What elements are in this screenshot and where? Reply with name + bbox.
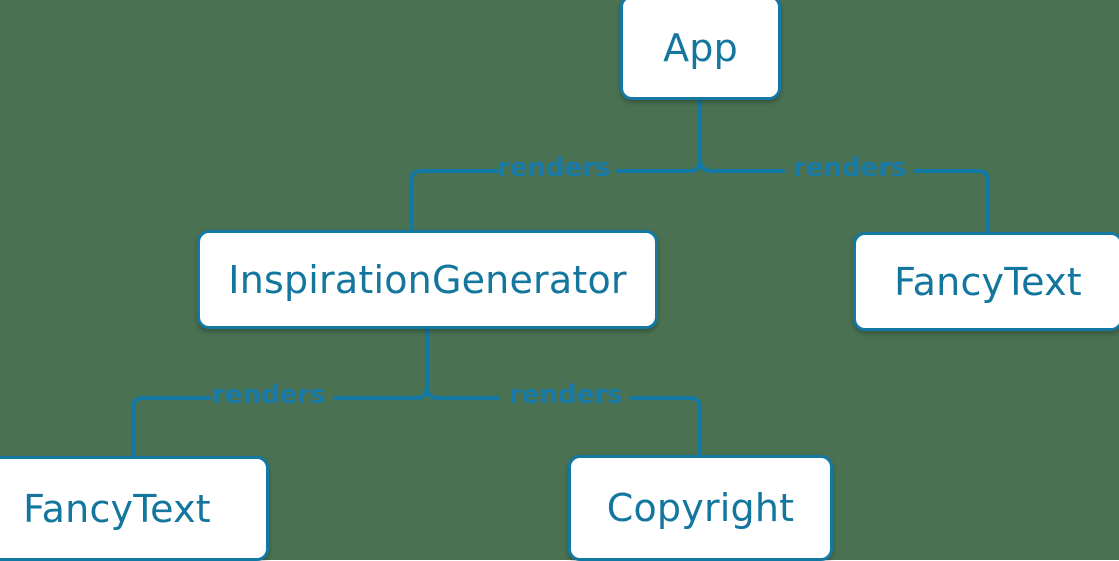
node-fancytext-left-label: FancyText [23, 486, 211, 531]
edge-label-inspirationgenerator-to-fancytext-left: renders [212, 380, 326, 410]
node-fancytext-left[interactable]: FancyText [0, 456, 269, 561]
node-app[interactable]: App [620, 0, 781, 100]
node-fancytext-right-label: FancyText [894, 259, 1082, 304]
node-inspirationgenerator-label: InspirationGenerator [228, 257, 627, 302]
edge-app-to-fancytext-right [698, 159, 990, 234]
node-copyright[interactable]: Copyright [568, 455, 833, 561]
node-copyright-label: Copyright [606, 486, 795, 530]
edge-inspirationgenerator-to-copyright [425, 386, 702, 457]
edge-label-inspirationgenerator-to-copyright: renders [509, 380, 623, 410]
node-app-label: App [663, 25, 738, 70]
node-inspirationgenerator[interactable]: InspirationGenerator [197, 230, 658, 329]
node-fancytext-right[interactable]: FancyText [853, 232, 1119, 331]
edge-label-app-to-fancytext-right: renders [793, 153, 907, 183]
edge-label-app-to-inspirationgenerator: renders [497, 153, 611, 183]
